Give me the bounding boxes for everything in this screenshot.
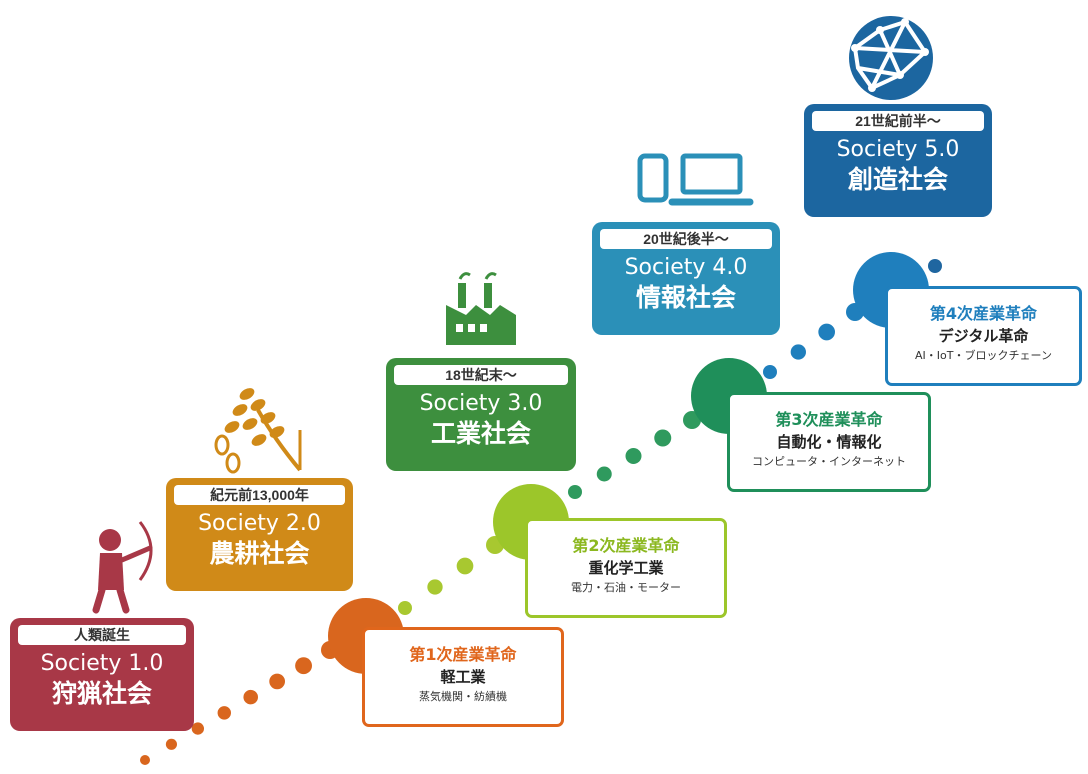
timeline-dot xyxy=(625,448,642,464)
revolution-1-box: 第1次産業革命 軽工業 蒸気機関・紡績機 xyxy=(362,627,564,727)
society-4-name: Society 4.0 xyxy=(624,255,748,280)
society-3-label: 工業社会 xyxy=(430,419,531,448)
society-4-label: 情報社会 xyxy=(635,283,736,312)
revolution-4-title: 第4次産業革命 xyxy=(929,304,1038,323)
society-1-box: 人類誕生 Society 1.0 狩猟社会 xyxy=(10,618,194,731)
timeline-dot xyxy=(295,657,313,675)
society-5-period: 21世紀前半～ xyxy=(812,111,984,131)
revolution-2-sub: 重化学工業 xyxy=(588,559,664,577)
timeline-dot xyxy=(763,365,777,379)
revolution-1-detail: 蒸気機関・紡績機 xyxy=(419,690,507,703)
society-4-period: 20世紀後半～ xyxy=(600,229,772,249)
society-2-period: 紀元前13,000年 xyxy=(174,485,345,505)
society-5-box: 21世紀前半～ Society 5.0 創造社会 xyxy=(804,104,992,217)
society-2-label: 農耕社会 xyxy=(209,539,310,568)
timeline-dot xyxy=(928,259,942,273)
revolution-1-sub: 軽工業 xyxy=(440,668,486,686)
globe-network-icon xyxy=(849,16,933,100)
timeline-dot xyxy=(165,738,177,750)
timeline-dot xyxy=(818,323,836,341)
society-3-period: 18世紀末～ xyxy=(394,365,568,385)
timeline-dot xyxy=(456,557,474,575)
revolution-1-title: 第1次産業革命 xyxy=(409,645,517,664)
timeline-dot xyxy=(427,579,443,595)
society-2-name: Society 2.0 xyxy=(198,511,321,536)
devices-icon xyxy=(637,153,754,206)
society-1-label: 狩猟社会 xyxy=(51,679,152,708)
rice-icon xyxy=(214,388,302,474)
society-5-name: Society 5.0 xyxy=(836,137,960,162)
society-1-name: Society 1.0 xyxy=(40,651,164,676)
timeline-dot xyxy=(217,706,232,720)
revolution-2-detail: 電力・石油・モーター xyxy=(571,581,681,594)
society-3-name: Society 3.0 xyxy=(419,391,543,416)
revolution-2-title: 第2次産業革命 xyxy=(572,536,680,555)
timeline-dot xyxy=(269,673,285,690)
timeline-dot xyxy=(140,755,150,765)
timeline-dot xyxy=(596,466,612,482)
revolution-3-box: 第3次産業革命 自動化・情報化 コンピュータ・インターネット xyxy=(727,392,931,492)
revolution-2-box: 第2次産業革命 重化学工業 電力・石油・モーター xyxy=(525,518,727,618)
timeline-dot xyxy=(398,601,412,615)
timeline-dot xyxy=(654,429,672,447)
archer-icon xyxy=(92,521,153,614)
revolution-4-sub: デジタル革命 xyxy=(938,327,1029,345)
timeline-dot xyxy=(568,485,582,499)
revolution-4-detail: AI・IoT・ブロックチェーン xyxy=(915,349,1052,362)
timeline-dot xyxy=(191,722,205,735)
factory-icon xyxy=(446,272,516,345)
society-1-period: 人類誕生 xyxy=(18,625,186,645)
society-2-box: 紀元前13,000年 Society 2.0 農耕社会 xyxy=(166,478,353,591)
revolution-4-box: 第4次産業革命 デジタル革命 AI・IoT・ブロックチェーン xyxy=(885,286,1082,386)
timeline-dot xyxy=(243,689,258,705)
society-5-label: 創造社会 xyxy=(847,165,948,194)
timeline-dot xyxy=(790,344,806,360)
revolution-3-title: 第3次産業革命 xyxy=(775,410,883,429)
society-3-box: 18世紀末～ Society 3.0 工業社会 xyxy=(386,358,576,471)
society-4-box: 20世紀後半～ Society 4.0 情報社会 xyxy=(592,222,780,335)
revolution-3-detail: コンピュータ・インターネット xyxy=(752,455,906,468)
revolution-3-sub: 自動化・情報化 xyxy=(776,433,882,451)
